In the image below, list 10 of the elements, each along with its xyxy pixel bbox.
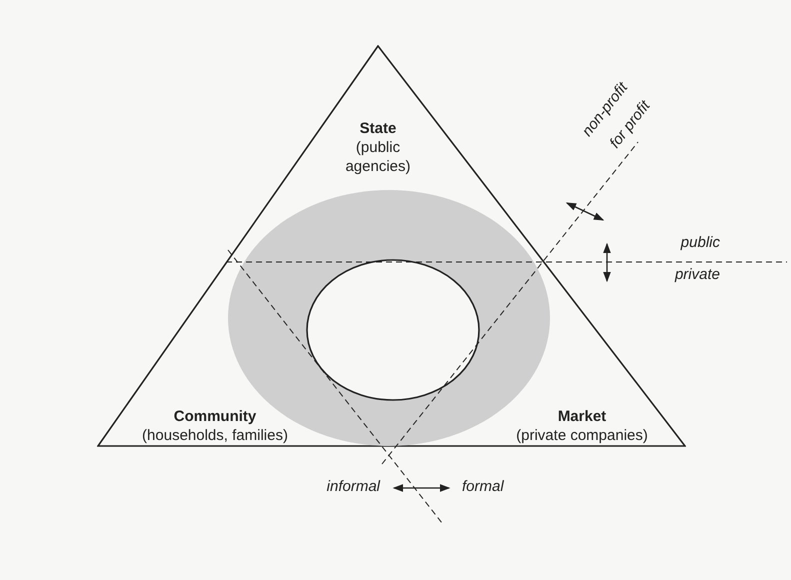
sector-heading: Community <box>172 407 258 426</box>
axis-label: private <box>674 265 720 284</box>
axis-label: public <box>680 233 720 252</box>
axis-label: formal <box>462 477 505 496</box>
sector-description: (public agencies) <box>344 138 412 176</box>
sector-heading: Market <box>556 407 608 426</box>
sector-heading: State <box>358 119 398 138</box>
sector-description: (private companies) <box>515 426 649 445</box>
axis-label: informal <box>326 477 380 496</box>
sector-description: (households, families) <box>141 426 289 445</box>
